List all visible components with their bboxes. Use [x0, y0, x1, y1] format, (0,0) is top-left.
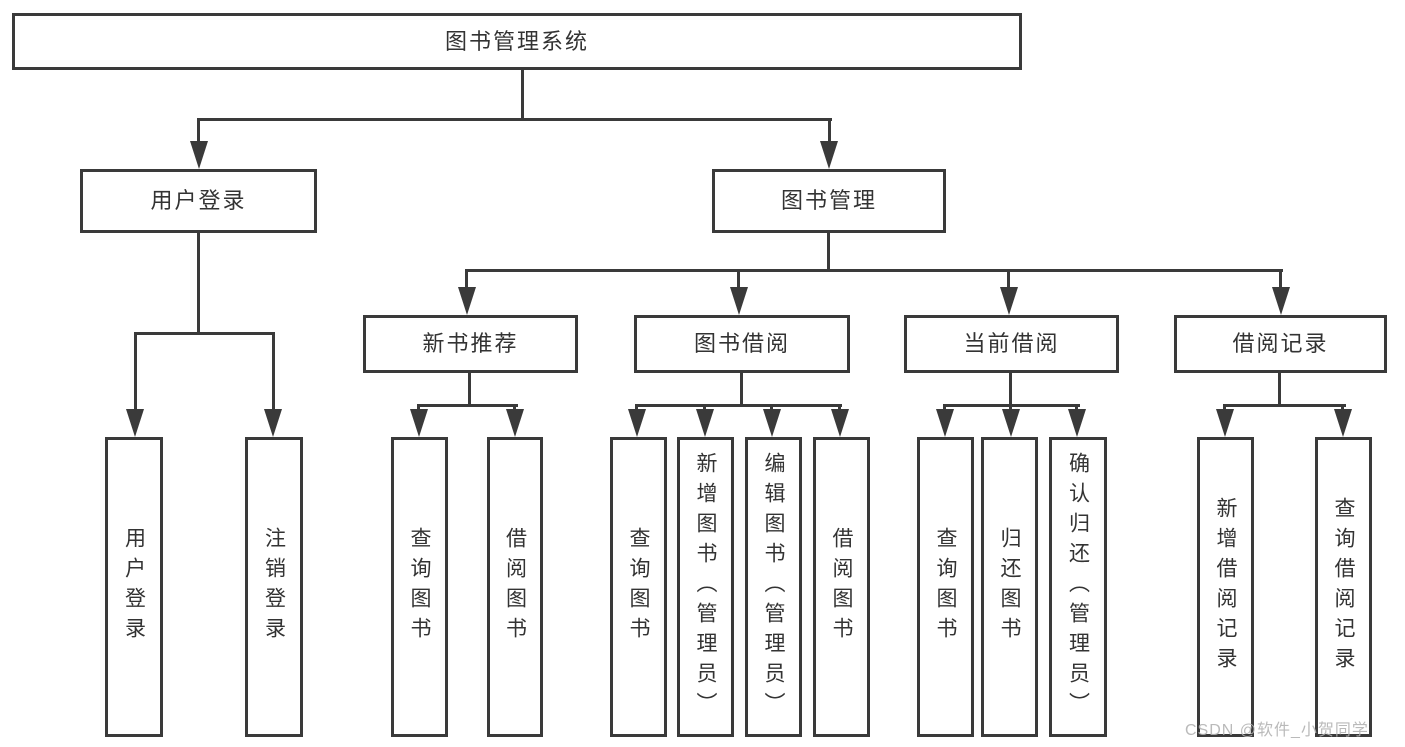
node-new-book-recommend: 新书推荐 [363, 315, 578, 373]
arrow-down-icon [831, 409, 849, 437]
node-book-borrow: 图书借阅 [634, 315, 850, 373]
node-book-management-label: 图书管理 [780, 188, 877, 213]
connector-line [466, 269, 1283, 272]
node-borrow-records: 借阅记录 [1174, 315, 1387, 373]
connector-line [134, 332, 275, 335]
leaf-logout-label: 注销登录 [262, 527, 286, 647]
leaf-user-login: 用户登录 [105, 437, 163, 737]
connector-line [1279, 269, 1282, 303]
leaf-return-books: 归还图书 [981, 437, 1038, 737]
connector-line [740, 373, 743, 407]
leaf-add-book-admin: 新增图书（管理员） [677, 437, 734, 737]
connector-line [636, 404, 842, 407]
arrow-down-icon [506, 409, 524, 437]
node-book-management: 图书管理 [712, 169, 946, 233]
arrow-down-icon [696, 409, 714, 437]
arrow-down-icon [458, 287, 476, 315]
connector-line [944, 404, 1080, 407]
node-library-system-label: 图书管理系统 [444, 28, 589, 54]
connector-line [827, 233, 830, 272]
node-library-system: 图书管理系统 [12, 13, 1022, 70]
arrow-down-icon [763, 409, 781, 437]
node-new-book-recommend-label: 新书推荐 [422, 331, 519, 356]
connector-line [197, 233, 200, 334]
leaf-label: 新增图书（管理员） [694, 452, 717, 722]
leaf-query-books-borrow: 查询图书 [610, 437, 667, 737]
leaf-query-borrow-record: 查询借阅记录 [1315, 437, 1372, 737]
arrow-down-icon [1334, 409, 1352, 437]
leaf-label: 查询图书 [408, 527, 431, 647]
node-borrow-records-label: 借阅记录 [1232, 331, 1329, 356]
arrow-down-icon [1272, 287, 1290, 315]
connector-line [1009, 373, 1012, 407]
arrow-down-icon [1068, 409, 1086, 437]
leaf-label: 借阅图书 [830, 527, 853, 647]
leaf-logout: 注销登录 [245, 437, 303, 737]
leaf-label: 查询图书 [934, 527, 957, 647]
node-user-login-label: 用户登录 [150, 188, 247, 213]
connector-line [198, 118, 832, 121]
leaf-label: 借阅图书 [503, 527, 527, 647]
arrow-down-icon [628, 409, 646, 437]
leaf-label: 编辑图书（管理员） [762, 452, 785, 722]
leaf-borrow-books-recommend: 借阅图书 [487, 437, 543, 737]
csdn-watermark: CSDN @软件_小贺同学 [1185, 722, 1369, 739]
connector-line [521, 70, 524, 120]
node-book-borrow-label: 图书借阅 [693, 331, 790, 356]
connector-line [1007, 269, 1010, 303]
leaf-edit-book-admin: 编辑图书（管理员） [745, 437, 802, 737]
connector-line [418, 404, 518, 407]
connector-line [134, 332, 137, 412]
arrow-down-icon [1000, 287, 1018, 315]
arrow-down-icon [264, 409, 282, 437]
leaf-label: 新增借阅记录 [1214, 497, 1237, 677]
arrow-down-icon [820, 141, 838, 169]
arrow-down-icon [410, 409, 428, 437]
leaf-query-books-current: 查询图书 [917, 437, 974, 737]
connector-line [465, 269, 468, 303]
arrow-down-icon [126, 409, 144, 437]
leaf-add-borrow-record: 新增借阅记录 [1197, 437, 1254, 737]
connector-line [272, 332, 275, 412]
connector-line [1224, 404, 1346, 407]
node-user-login: 用户登录 [80, 169, 317, 233]
leaf-label: 查询借阅记录 [1332, 497, 1355, 677]
connector-line [737, 269, 740, 303]
leaf-label: 归还图书 [998, 527, 1021, 647]
arrow-down-icon [1216, 409, 1234, 437]
leaf-label: 查询图书 [627, 527, 650, 647]
connector-line [468, 373, 471, 407]
connector-line [197, 118, 200, 152]
arrow-down-icon [936, 409, 954, 437]
leaf-query-books-recommend: 查询图书 [391, 437, 448, 737]
arrow-down-icon [190, 141, 208, 169]
leaf-confirm-return-admin: 确认归还（管理员） [1049, 437, 1107, 737]
leaf-borrow-books: 借阅图书 [813, 437, 870, 737]
leaf-label: 确认归还（管理员） [1066, 452, 1090, 722]
connector-line [1278, 373, 1281, 407]
arrow-down-icon [1002, 409, 1020, 437]
connector-line [828, 118, 831, 152]
arrow-down-icon [730, 287, 748, 315]
node-current-borrow: 当前借阅 [904, 315, 1119, 373]
node-current-borrow-label: 当前借阅 [963, 331, 1060, 356]
leaf-user-login-label: 用户登录 [122, 527, 146, 647]
